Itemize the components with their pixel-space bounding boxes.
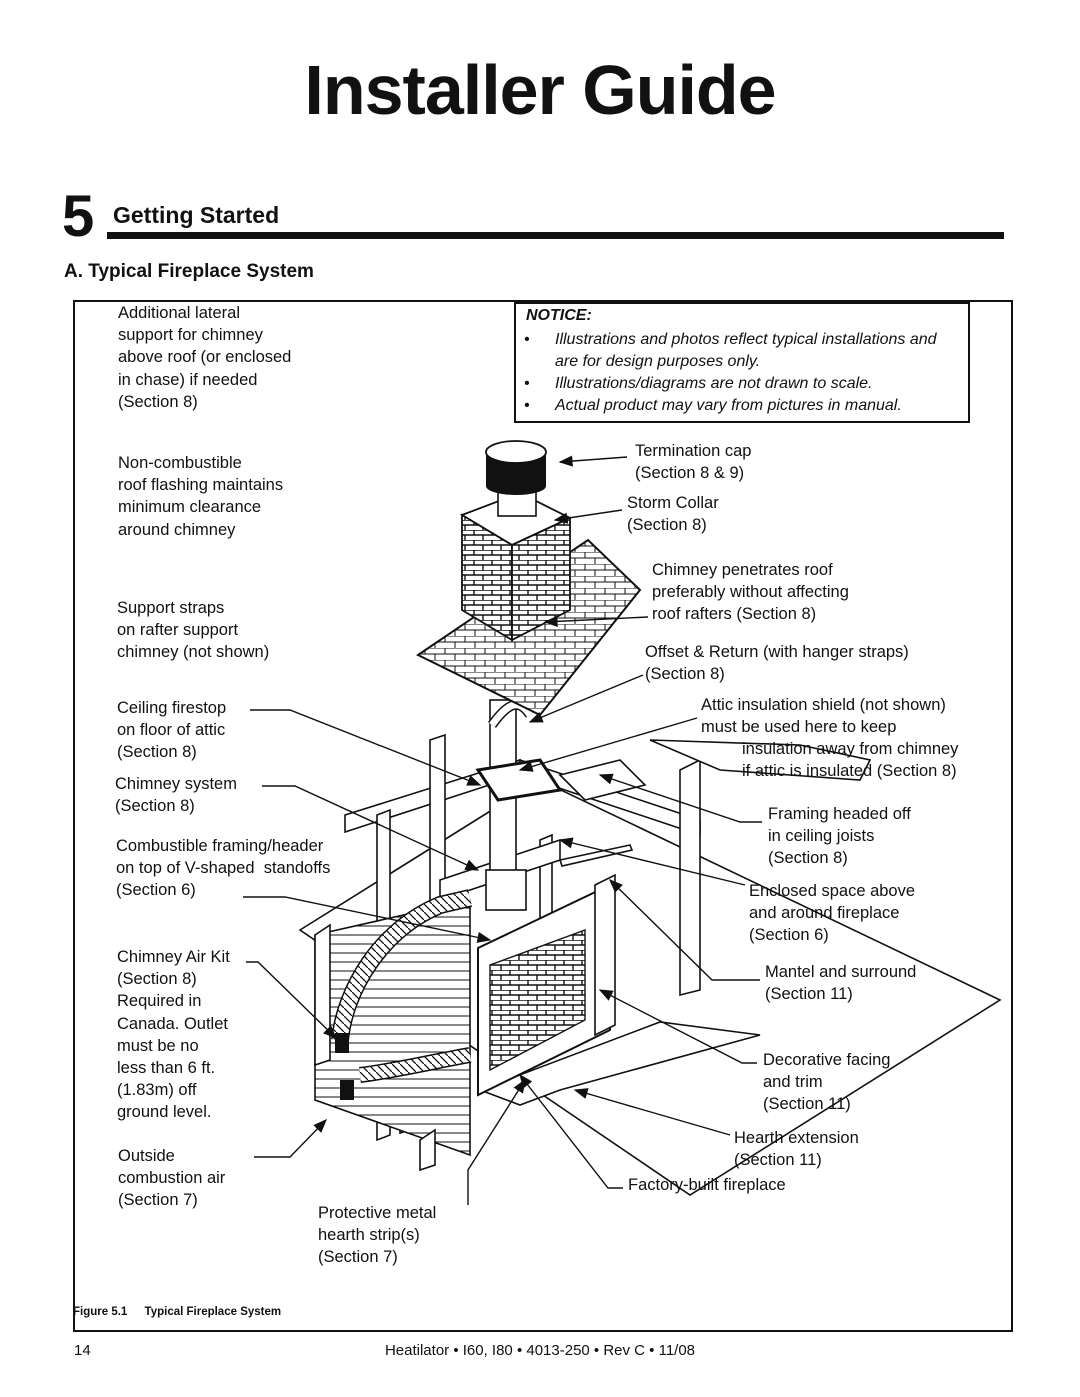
footer-text: Heatilator • I60, I80 • 4013-250 • Rev C… [384, 1342, 696, 1359]
label-chimney-air-kit: Chimney Air Kit (Section 8) Required in … [117, 948, 230, 1122]
attic-shield-board [649, 739, 872, 781]
figure-title: Typical Fireplace System [144, 1306, 282, 1318]
label-hearth-strip: Protective metal hearth strip(s) (Sectio… [318, 1204, 437, 1267]
label-additional-lateral: Additional lateral support for chimney a… [118, 304, 292, 411]
bullet-icon: • [524, 331, 530, 348]
label-termination-cap: Termination cap (Section 8 & 9) [635, 442, 752, 483]
figure-number: Figure 5.1 [73, 1306, 128, 1318]
section-rule [107, 232, 1004, 239]
page-number: 14 [74, 1342, 91, 1359]
label-hearth-extension: Hearth extension (Section 11) [734, 1129, 859, 1170]
label-non-combustible: Non-combustible roof flashing maintains … [118, 454, 284, 539]
section-number: 5 [62, 184, 95, 249]
page-title: Installer Guide [304, 51, 776, 129]
label-attic-shield: Attic insulation shield (not shown) must… [701, 696, 946, 737]
label-decorative-facing: Decorative facing and trim (Section 11) [763, 1051, 891, 1114]
firebox [477, 844, 634, 1097]
notice-box: NOTICE: • Illustrations and photos refle… [514, 302, 970, 423]
label-chimney-penetrates: Chimney penetrates roof preferably witho… [652, 561, 849, 624]
notice-text: Actual product may vary from pictures in… [555, 397, 902, 414]
label-combustible-framing: Combustible framing/header on top of V-s… [116, 837, 331, 900]
figure-caption: Figure 5.1 Typical Fireplace System [73, 1306, 295, 1318]
leader-lines [243, 455, 762, 1205]
label-mantel: Mantel and surround (Section 11) [765, 963, 917, 1004]
label-support-straps: Support straps on rafter support chimney… [117, 599, 270, 662]
label-ceiling-firestop: Ceiling firestop on floor of attic (Sect… [117, 699, 227, 762]
bullet-icon: • [524, 397, 530, 414]
notice-heading: NOTICE: [526, 307, 592, 324]
label-factory-built: Factory-built fireplace [628, 1176, 786, 1194]
chimney-chase [459, 492, 573, 642]
air-kit-hose [331, 889, 473, 1100]
bullet-icon: • [524, 375, 530, 392]
section-title: Getting Started [113, 202, 280, 228]
label-chimney-system: Chimney system (Section 8) [115, 775, 237, 816]
label-enclosed-space: Enclosed space above and around fireplac… [749, 882, 916, 945]
label-outside-air: Outside combustion air (Section 7) [118, 1147, 226, 1210]
label-storm-collar: Storm Collar (Section 8) [627, 494, 719, 535]
chimney-pipe [475, 699, 563, 911]
notice-item: • Illustrations/diagrams are not drawn t… [524, 373, 964, 395]
figure-frame [73, 300, 1013, 1332]
notice-item: • Illustrations and photos reflect typic… [524, 329, 964, 373]
hearth-extension [477, 1021, 761, 1106]
notice-item: • Actual product may vary from pictures … [524, 395, 964, 417]
subsection-title: A. Typical Fireplace System [64, 261, 314, 282]
notice-text: Illustrations/diagrams are not drawn to … [555, 375, 873, 392]
termination-cap [485, 440, 547, 517]
label-offset-return: Offset & Return (with hanger straps) (Se… [645, 643, 909, 684]
label-attic-shield-cont: insulation away from chimney if attic is… [742, 740, 959, 781]
label-framing-headed: Framing headed off in ceiling joists (Se… [768, 805, 911, 868]
notice-text: Illustrations and photos reflect typical… [555, 331, 937, 370]
